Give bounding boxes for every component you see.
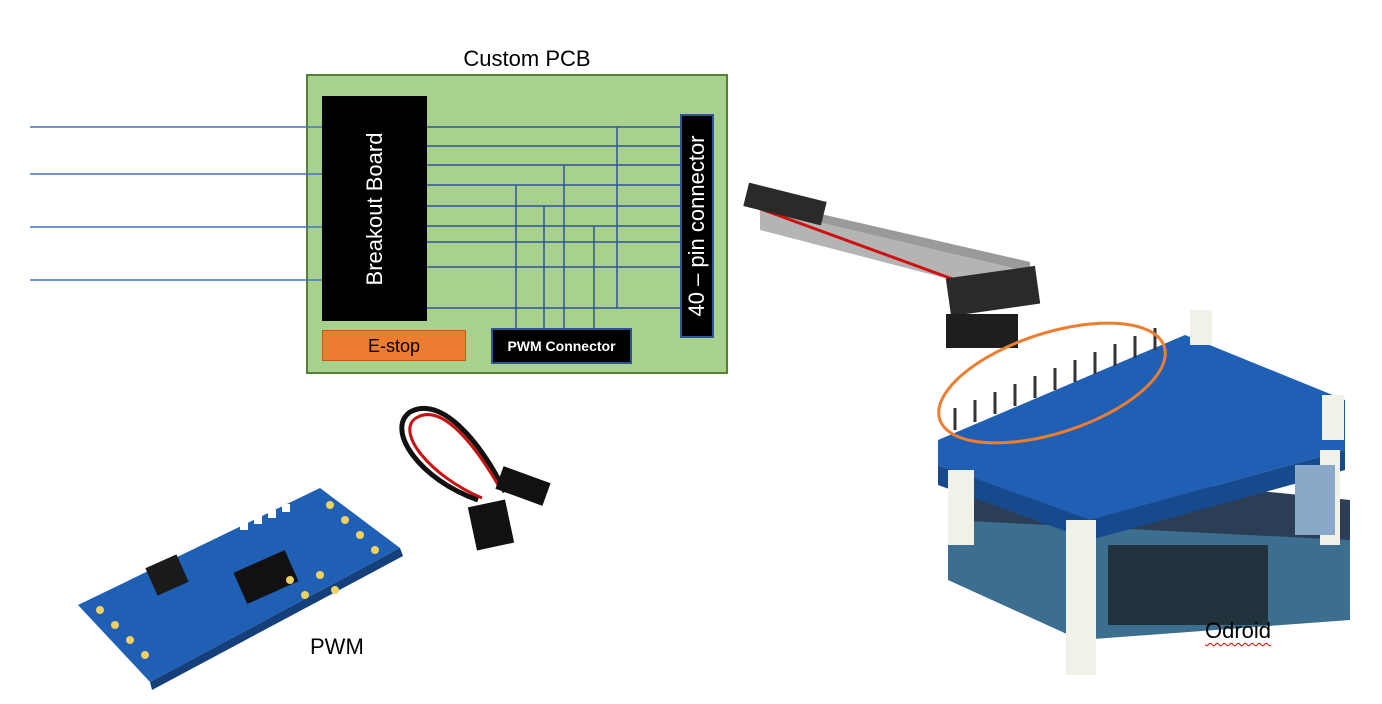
input-wires	[30, 126, 322, 281]
odroid-board-picture	[937, 310, 1350, 675]
pcb-title: Custom PCB	[463, 46, 591, 71]
pin-connector-label: 40 – pin connector	[684, 135, 709, 317]
jumper-cable-picture	[399, 405, 551, 551]
pin-connector-block: 40 – pin connector	[680, 114, 714, 338]
breakout-board: Breakout Board	[322, 96, 427, 321]
estop-block: E-stop	[322, 330, 466, 361]
ribbon-cable-picture	[743, 182, 1041, 348]
pwm-board-picture	[78, 488, 403, 690]
pwm-connector-block: PWM Connector	[491, 328, 632, 364]
pwm-caption: PWM	[310, 634, 364, 659]
breakout-board-label: Breakout Board	[361, 132, 387, 285]
odroid-caption: Odroid	[1205, 618, 1272, 643]
